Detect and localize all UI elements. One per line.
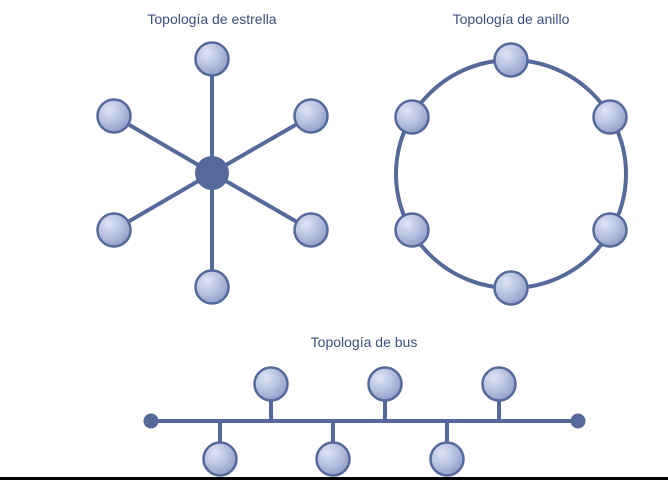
star-node xyxy=(293,98,329,134)
ring-node xyxy=(592,212,628,248)
ring-node xyxy=(592,99,628,135)
star-link xyxy=(210,114,313,175)
star-node xyxy=(194,269,230,305)
ring-link xyxy=(394,58,628,290)
bottom-border-line xyxy=(0,477,668,480)
ring-node xyxy=(493,42,529,78)
star-topology-title: Topología de estrella xyxy=(147,11,277,27)
star-node xyxy=(194,41,230,77)
bus-topology xyxy=(143,366,586,477)
ring-topology-title: Topología de anillo xyxy=(452,11,570,27)
star-topology xyxy=(96,41,329,305)
bus-terminator xyxy=(570,413,586,429)
star-link xyxy=(112,171,214,232)
star-node xyxy=(293,212,329,248)
bus-topology-title: Topología de bus xyxy=(310,334,418,350)
bus-nodes xyxy=(202,366,517,477)
bus-node xyxy=(202,441,238,477)
ring-node xyxy=(394,212,430,248)
bus-terminator xyxy=(143,413,159,429)
bus-node xyxy=(367,366,403,402)
bus-node xyxy=(253,366,289,402)
bus-node xyxy=(429,441,465,477)
ring-node xyxy=(394,99,430,135)
star-hub-node xyxy=(195,156,229,190)
ring-topology xyxy=(394,42,628,306)
star-nodes xyxy=(96,41,329,305)
bus-node xyxy=(481,366,517,402)
star-link xyxy=(210,171,313,232)
ring-node xyxy=(493,270,529,306)
bus-node xyxy=(315,441,351,477)
star-links xyxy=(112,57,313,289)
star-link xyxy=(112,114,214,175)
ring-nodes xyxy=(394,42,628,306)
star-node xyxy=(96,98,132,134)
star-node xyxy=(96,212,132,248)
